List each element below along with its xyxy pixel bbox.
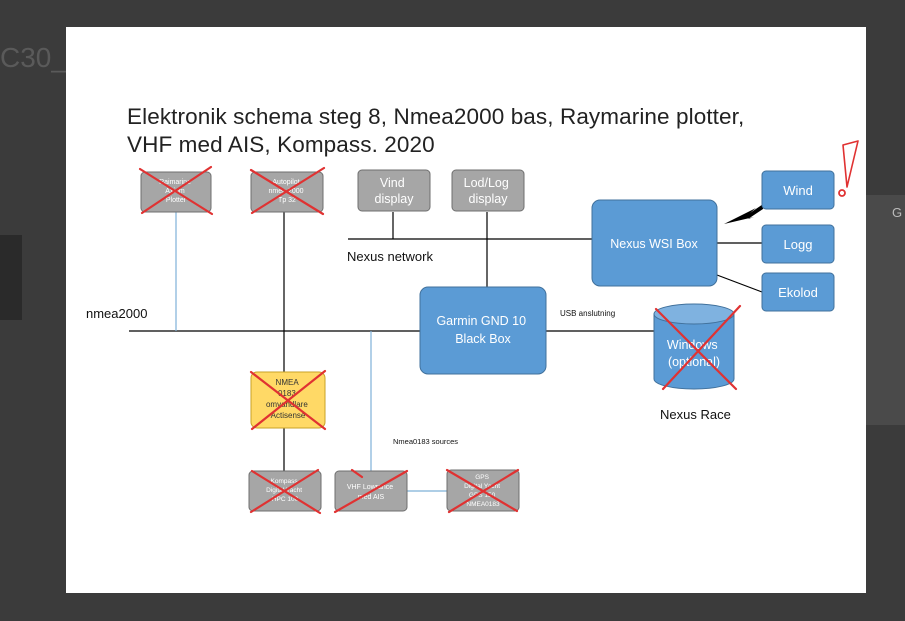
right-panel-fragment: G [892,205,903,220]
logg-box: Logg [761,224,835,264]
svg-text:Logg: Logg [784,237,813,252]
svg-text:Garmin GND 10 Black Bo: Garmin GND 10 Black Box [436,314,529,346]
cross-icon [445,468,520,514]
svg-text:Vind display: Vind display [375,176,415,206]
usb-label: USB anslutning [560,309,615,318]
wiring-diagram: Raimarine Axiom Plotter Autopilot nmea 2… [86,140,859,515]
ekolod-box: Ekolod [761,272,835,312]
nexus-ekolod-link [716,274,763,293]
nexus-wsi-box: Nexus WSI Box [591,199,718,287]
lodlog-display-box: Lod/Log display [451,169,525,212]
wind-box: Wind [761,170,835,210]
svg-text:Nexus WSI Box: Nexus WSI Box [610,237,698,251]
svg-text:GPS Digital Yacht: GPS Digital Yacht GPS 150 NMEA0183 [464,474,502,508]
cross-icon [654,304,742,391]
presentation-slide: Elektronik schema steg 8, Nmea2000 bas, … [66,27,866,593]
garmin-gnd10-box: Garmin GND 10 Black Box [419,286,547,375]
cross-icon [333,468,409,514]
svg-text:Lod/Log display: Lod/Log display [464,176,513,206]
svg-text:Wind: Wind [783,183,813,198]
cross-icon [138,165,214,216]
vind-display-box: Vind display [357,169,431,212]
left-side-panel [0,235,22,320]
wireless-bolt-icon [724,202,766,224]
svg-text:VHF Lowrance med AIS: VHF Lowrance med AIS [347,484,395,501]
right-side-panel [866,195,905,425]
svg-text:Ekolod: Ekolod [778,285,818,300]
nexus-race-label: Nexus Race [660,407,731,422]
cross-icon [249,369,327,431]
nmea0183-sources-label: Nmea0183 sources [393,437,458,446]
connection-lines [129,202,766,492]
slide-title: Elektronik schema steg 8, Nmea2000 bas, … [127,103,827,159]
slide-title-line1: Elektronik schema steg 8, Nmea2000 bas, … [127,104,745,129]
nmea2000-label: nmea2000 [86,306,147,321]
cross-icon [249,166,326,216]
svg-text:NMEA 0183 omva: NMEA 0183 omvandlare Actisense [266,378,310,420]
slide-title-line2: VHF med AIS, Kompass. 2020 [127,132,435,157]
red-cross-marks [138,165,742,515]
exclamation-mark-icon [838,140,859,197]
nexus-network-label: Nexus network [347,249,433,264]
cross-icon [249,468,322,515]
